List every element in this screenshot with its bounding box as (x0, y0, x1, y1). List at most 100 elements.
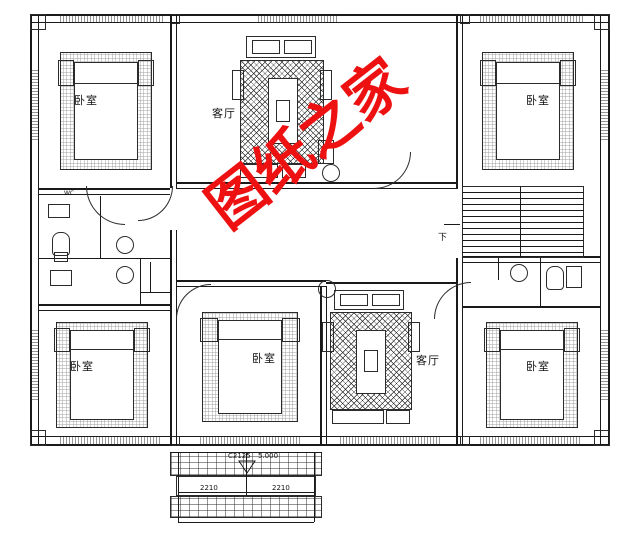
stair-tread-1 (462, 192, 584, 193)
side-chair-top-b (320, 70, 332, 100)
interior-wall-d2 (462, 258, 463, 446)
nightstand-br-a (484, 328, 500, 352)
door-marker-top (322, 164, 340, 182)
nightstand-tr-a (480, 60, 496, 86)
room-label-living-room-bottom: 客厅 (416, 354, 440, 367)
shower-tray-left (48, 204, 70, 218)
door-leaf-bl-2 (150, 262, 151, 292)
exterior-wall-left-inner (38, 14, 39, 446)
shower-right (566, 266, 582, 288)
exterior-wall-right-inner (600, 14, 601, 446)
column-top-right (594, 14, 610, 30)
tv-bottom (386, 410, 410, 424)
entry-edge-right (314, 452, 315, 522)
bed-area-br (486, 322, 578, 428)
room-label-bedroom-bottom-mid: 卧室 (252, 352, 276, 365)
sofa-bottom-cushion-b (372, 294, 400, 306)
nightstand-tl-a (58, 60, 74, 86)
interior-wall-c2 (462, 14, 463, 188)
bath-fixture-left (50, 270, 72, 286)
sofa-top-cushion-b (284, 40, 312, 54)
interior-wall-i (326, 282, 458, 284)
nightstand-bm-a (200, 318, 218, 342)
bed-headboard-bm (218, 320, 282, 340)
stair-tread-3 (462, 204, 584, 205)
window-bottom-center-left (200, 437, 300, 444)
nightstand-bm-b (282, 318, 300, 342)
window-right-upper (601, 70, 608, 140)
toilet-right (546, 266, 564, 290)
stair-tread-6 (462, 222, 584, 223)
bed-headboard-br (500, 330, 564, 350)
nightstand-bl-a (54, 328, 70, 352)
tv-cabinet-top (240, 164, 278, 178)
sink-right (510, 264, 528, 282)
interior-wall-o (100, 196, 101, 258)
dim-elevation: 5.000 (258, 452, 279, 460)
interior-wall-p (140, 258, 141, 304)
room-label-living-room-top: 客厅 (212, 107, 236, 120)
exterior-wall-left (30, 14, 32, 446)
column-bottom-left (30, 430, 46, 446)
nightstand-bl-b (134, 328, 150, 352)
elevation-marker (238, 460, 256, 474)
window-top-left (60, 15, 164, 22)
interior-wall-f (38, 304, 170, 306)
room-label-bedroom-bottom-right: 卧室 (526, 360, 550, 373)
column-bottom-mid-right (460, 436, 470, 446)
interior-wall-b2 (176, 230, 177, 446)
bed-headboard-tl (74, 62, 138, 84)
interior-wall-d (456, 258, 458, 446)
interior-wall-f2 (38, 310, 170, 311)
door-leaf-bl (140, 292, 170, 293)
sofa-top-cushion-a (252, 40, 280, 54)
room-label-bedroom-top-right: 卧室 (526, 94, 550, 107)
door-swing-living-bottom (434, 282, 471, 319)
window-bottom-left (60, 437, 160, 444)
interior-wall-l (462, 306, 600, 308)
interior-wall-c (456, 14, 458, 188)
coffee-table-bottom (356, 330, 386, 394)
door-swing-bedroom-tl (86, 186, 125, 225)
dim-line (178, 492, 314, 493)
bed-area-bm (202, 312, 298, 422)
door-leaf-br (498, 258, 499, 280)
exterior-wall-right (608, 14, 610, 446)
bed-area-tr (482, 52, 574, 170)
sofa-top-back (246, 36, 316, 58)
entry-center-axis (246, 452, 247, 496)
interior-wall-j2 (326, 286, 327, 446)
room-label-bedroom-top-left: 卧室 (74, 94, 98, 107)
nightstand-tr-b (560, 60, 576, 86)
coffee-table-bottom-inner (364, 350, 378, 372)
toilet-tank-left (54, 252, 68, 262)
side-chair-bottom-a (322, 322, 334, 352)
stair-railing (520, 186, 521, 258)
column-top-mid-right (460, 14, 470, 24)
sink-left-2 (116, 266, 134, 284)
sofa-bottom-cushion-a (340, 294, 368, 306)
side-chair-bottom-b (408, 322, 420, 352)
room-label-bedroom-bottom-left: 卧室 (70, 360, 94, 373)
stair-tread-2 (462, 198, 584, 199)
bed-br (500, 330, 564, 420)
bed-bm (218, 320, 282, 414)
stair-tread-5 (462, 216, 584, 217)
window-left-lower (31, 330, 38, 400)
sofa-bottom-back (334, 290, 404, 310)
coffee-table-top-inner (276, 100, 290, 122)
door-swing-bedroom-bm (176, 284, 211, 319)
window-bottom-right (480, 437, 580, 444)
stair-tread-10 (462, 246, 584, 247)
stair-tread-4 (462, 210, 584, 211)
window-top-center (258, 15, 338, 22)
interior-wall-n (38, 258, 170, 259)
stair-tread-9 (462, 240, 584, 241)
column-bottom-right (594, 430, 610, 446)
sink-left (116, 236, 134, 254)
interior-wall-j (320, 286, 322, 446)
coffee-table-top (268, 78, 298, 144)
bed-area-tl (60, 52, 152, 170)
interior-wall-k2 (462, 262, 600, 263)
dim-left-bay: 2210 (200, 484, 218, 492)
